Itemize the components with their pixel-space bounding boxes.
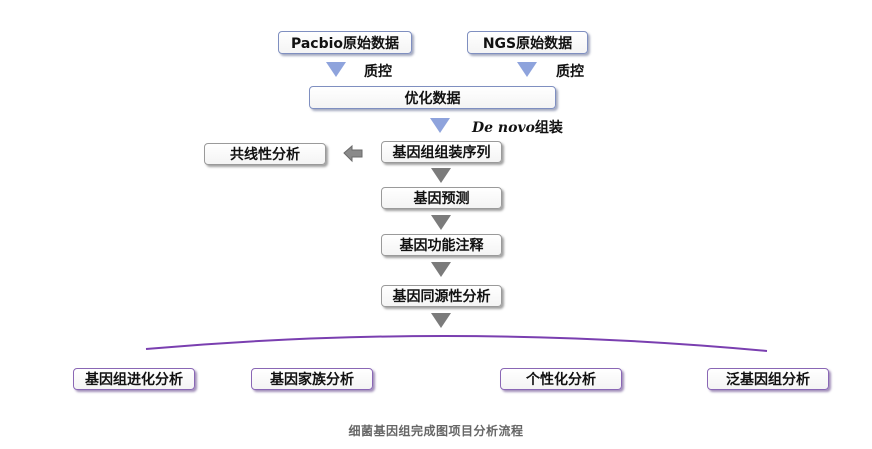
genome-assembly-sequence-box: 基因组组装序列 — [381, 141, 502, 163]
qc-arrow-down-icon — [517, 62, 537, 77]
branch-curve — [145, 334, 768, 352]
figure-caption: 细菌基因组完成图项目分析流程 — [348, 424, 524, 438]
collinearity-analysis-box: 共线性分析 — [204, 143, 326, 165]
de-novo-italic: De novo — [472, 120, 535, 136]
flow-arrow-down-icon — [431, 215, 451, 230]
flow-arrow-down-icon — [431, 313, 451, 328]
genome-evolution-analysis-box: 基因组进化分析 — [73, 368, 195, 390]
box-label: 基因预测 — [413, 191, 470, 207]
flow-arrow-down-icon — [431, 168, 451, 183]
box-label: NGS原始数据 — [482, 35, 573, 52]
box-label: 基因同源性分析 — [392, 289, 491, 305]
flow-arrow-down-icon — [431, 262, 451, 277]
qc-label: 质控 — [556, 64, 584, 80]
optimized-data-box: 优化数据 — [309, 86, 556, 109]
box-label: 基因组进化分析 — [85, 372, 183, 388]
gene-family-analysis-box: 基因家族分析 — [251, 368, 373, 390]
box-label: 优化数据 — [404, 90, 461, 107]
box-label: Pacbio原始数据 — [290, 35, 400, 52]
qc-label: 质控 — [364, 64, 392, 80]
gene-function-annotation-box: 基因功能注释 — [381, 234, 502, 256]
qc-arrow-down-icon — [326, 62, 346, 77]
ngs-raw-data-box: NGS原始数据 — [467, 31, 588, 54]
gene-homology-analysis-box: 基因同源性分析 — [381, 285, 502, 307]
pan-genome-analysis-box: 泛基因组分析 — [707, 368, 829, 390]
box-label: 个性化分析 — [526, 372, 596, 388]
box-label: 基因组组装序列 — [392, 145, 491, 161]
box-label: 基因功能注释 — [399, 238, 484, 254]
gene-prediction-box: 基因预测 — [381, 187, 502, 209]
personalized-analysis-box: 个性化分析 — [500, 368, 622, 390]
box-label: 基因家族分析 — [270, 372, 354, 388]
box-label: 泛基因组分析 — [726, 372, 810, 388]
pacbio-raw-data-box: Pacbio原始数据 — [278, 31, 412, 54]
de-novo-assembly-label: De novo组装 — [472, 117, 563, 137]
left-arrow-icon — [343, 144, 363, 163]
box-label: 共线性分析 — [230, 147, 300, 163]
assembly-arrow-down-icon — [430, 118, 450, 133]
assembly-suffix: 组装 — [534, 120, 563, 136]
